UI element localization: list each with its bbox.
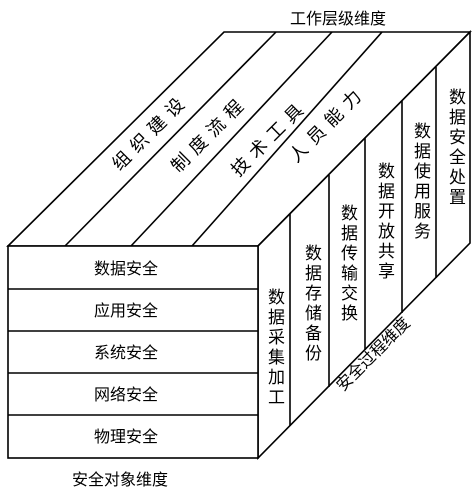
stage-label-share: 数据开放共享	[374, 162, 395, 282]
stage-label-store: 数据存储备份	[301, 244, 322, 364]
front-dividers	[8, 288, 258, 416]
object-dimension-label: 安全对象维度	[72, 470, 168, 489]
object-label-physical: 物理安全	[94, 427, 158, 446]
object-label-system: 系统安全	[94, 343, 158, 362]
object-label-network: 网络安全	[94, 385, 158, 404]
stage-label-collect: 数据采集加工	[264, 288, 285, 408]
stage-label-use: 数据使用服务	[410, 122, 431, 242]
stage-label-dispose: 数据安全处置	[445, 88, 466, 208]
top-dividers	[64, 31, 383, 247]
front-face	[7, 245, 259, 459]
management-dimension-label: 工作层级维度	[290, 9, 386, 28]
stage-label-transfer: 数据传输交换	[337, 204, 358, 324]
right-dividers	[289, 67, 437, 426]
object-label-application: 应用安全	[94, 301, 158, 320]
object-label-data: 数据安全	[94, 259, 158, 278]
